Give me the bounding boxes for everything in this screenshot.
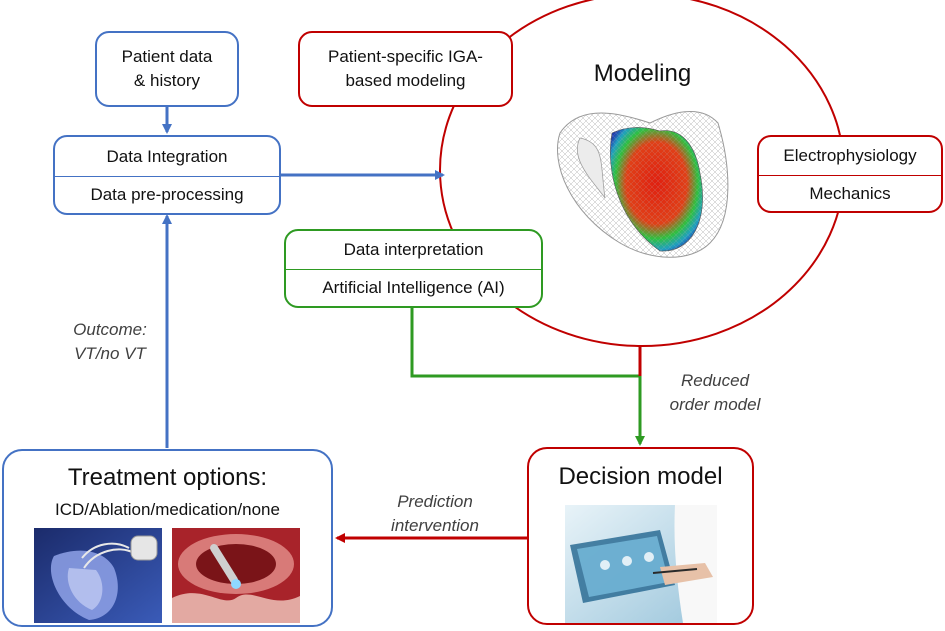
data-integration-label: Data Integration bbox=[106, 146, 228, 166]
decision-model-box: Decision model bbox=[527, 447, 754, 625]
patient-data-label: Patient data & history bbox=[121, 47, 213, 90]
iga-modeling-label: Patient-specific IGA- based modeling bbox=[328, 47, 483, 90]
treatment-title: Treatment options: bbox=[67, 464, 268, 491]
arrow-ai-to-decision bbox=[410, 308, 645, 446]
prediction-label: Prediction intervention bbox=[391, 492, 479, 535]
data-interpretation-label: Data interpretation bbox=[343, 240, 484, 259]
treatment-list: ICD/Ablation/medication/none bbox=[55, 500, 280, 519]
data-preprocessing-label: Data pre-processing bbox=[55, 176, 279, 213]
icd-heart-illustration bbox=[34, 528, 162, 623]
modeling-title: Modeling bbox=[593, 60, 692, 87]
outcome-label: Outcome: VT/no VT bbox=[73, 320, 147, 363]
patient-data-box: Patient data & history bbox=[95, 31, 239, 107]
doctor-with-tablet-photo bbox=[565, 505, 717, 623]
data-integration-box: Data Integration Data pre-processing bbox=[53, 135, 281, 215]
iga-modeling-box: Patient-specific IGA- based modeling bbox=[298, 31, 513, 107]
electrophysiology-label: Electrophysiology bbox=[783, 146, 917, 165]
decision-model-title: Decision model bbox=[558, 463, 723, 490]
ai-box: Data interpretation Artificial Intellige… bbox=[284, 229, 543, 308]
heart-mesh-model bbox=[557, 110, 729, 258]
reduced-order-label: Reduced order model bbox=[669, 371, 761, 414]
artificial-intelligence-label: Artificial Intelligence (AI) bbox=[286, 269, 541, 306]
treatment-box: Treatment options: ICD/Ablation/medicati… bbox=[2, 449, 333, 627]
physics-box: Electrophysiology Mechanics bbox=[757, 135, 943, 213]
ablation-catheter-illustration bbox=[172, 528, 300, 623]
mechanics-label: Mechanics bbox=[759, 175, 941, 211]
